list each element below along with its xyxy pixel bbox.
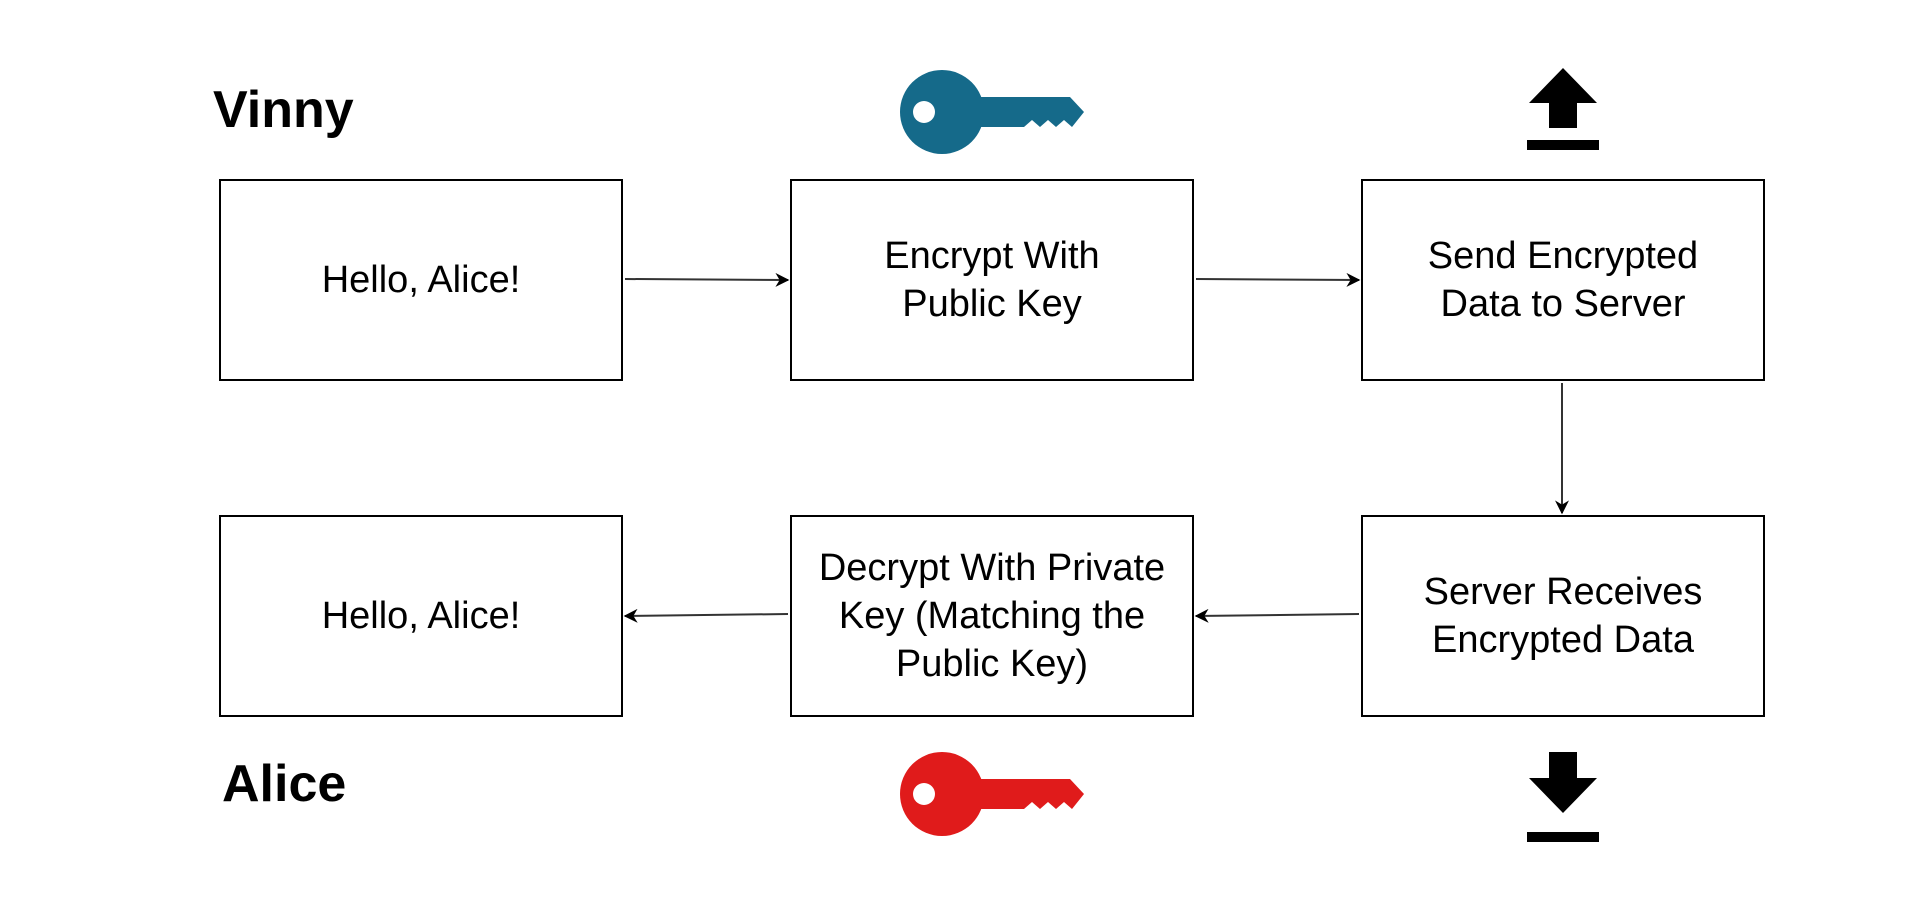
- arrow-message-to-encrypt: [624, 272, 790, 287]
- arrow-encrypt-to-send: [1195, 272, 1361, 287]
- decrypt-box: Decrypt With Private Key (Matching the P…: [790, 515, 1194, 717]
- original-message-text: Hello, Alice!: [321, 259, 521, 301]
- send-box: Send Encrypted Data to Server: [1361, 179, 1765, 381]
- decrypted-message-box: Hello, Alice!: [219, 515, 623, 717]
- receiver-label: Alice: [222, 755, 347, 813]
- encrypt-text: Encrypt With Public Key: [884, 235, 1100, 325]
- sender-label: Vinny: [213, 81, 354, 139]
- download-icon: [1527, 752, 1599, 842]
- arrow-receive-to-decrypt: [1194, 608, 1360, 623]
- public-key-icon: [900, 70, 1084, 154]
- encrypt-box: Encrypt With Public Key: [790, 179, 1194, 381]
- receive-box: Server Receives Encrypted Data: [1361, 515, 1765, 717]
- upload-icon: [1527, 68, 1599, 150]
- decrypted-message-text: Hello, Alice!: [321, 595, 521, 637]
- send-text: Send Encrypted Data to Server: [1427, 235, 1699, 325]
- private-key-icon: [900, 752, 1084, 836]
- decrypt-text: Decrypt With Private Key (Matching the P…: [818, 547, 1166, 685]
- original-message-box: Hello, Alice!: [219, 179, 623, 381]
- arrow-decrypt-to-message: [623, 608, 789, 623]
- receive-text: Server Receives Encrypted Data: [1423, 571, 1703, 661]
